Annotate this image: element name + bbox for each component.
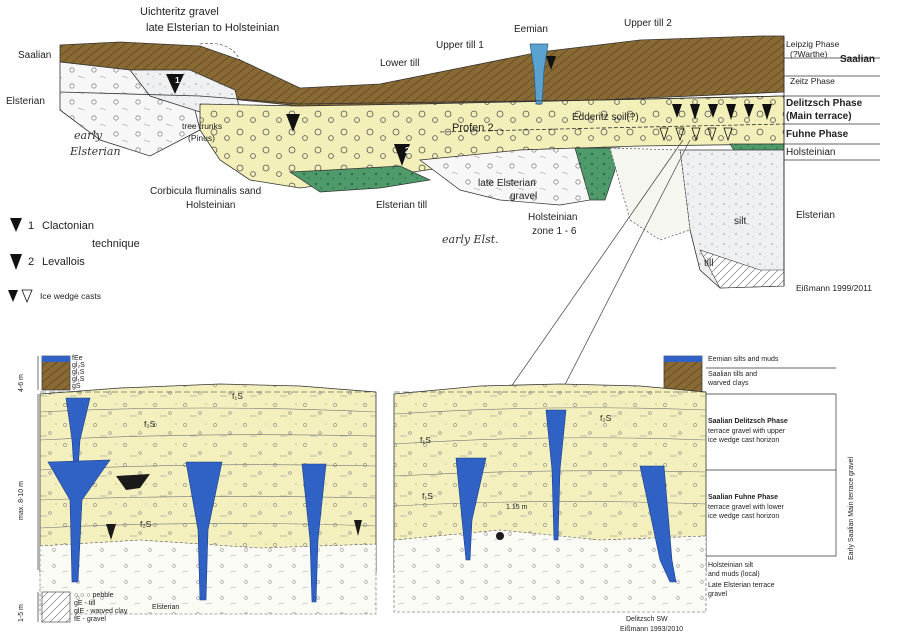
phase-holsteinian: Holsteinian (786, 147, 835, 159)
legend-1-num: 1 (28, 220, 34, 233)
rc-vertical: Early Saalian Main terrace gravel (848, 457, 856, 560)
rc-delitzsch-title: Saalian Delitzsch Phase (708, 418, 788, 426)
legend-2-num: 2 (28, 256, 34, 269)
label-upper-till-1: Upper till 1 (436, 40, 484, 52)
phase-elsterian: Elsterian (796, 210, 835, 222)
label-tree-trunks-2: (Pinus) (188, 134, 215, 144)
rc-holst-2: and muds (local) (708, 571, 760, 579)
scale-mid: max. 8-10 m (18, 481, 26, 520)
label-holsteinian-zone-1: Holsteinian (528, 212, 577, 224)
phase-zeitz: Zeitz Phase (790, 77, 835, 87)
label-num-2: 2 (405, 146, 410, 156)
label-early-elsterian-1: early (74, 130, 102, 143)
col-code-4: gS (72, 383, 81, 391)
phase-delitzsch-2: (Main terrace) (786, 111, 852, 123)
label-lower-till: Lower till (380, 58, 419, 70)
label-early-elsterian-2: Elsterian (70, 146, 121, 159)
rc-holst-4: gravel (708, 591, 727, 599)
legend-lower-0: ○ ○ ○ pebble (74, 592, 114, 600)
label-saalian-left: Saalian (18, 50, 51, 62)
source-lower-1: Delitzsch SW (626, 616, 668, 624)
label-silt: silt (734, 216, 746, 228)
label-eemian: Eemian (514, 24, 548, 36)
label-till: till (704, 258, 713, 270)
label-edderitz-soil: Edderitz soil(?) (572, 112, 639, 124)
label-uichteritz-1: Uichteritz gravel (140, 6, 219, 19)
fs-label-1: f₂S (144, 420, 155, 430)
phase-boundaries (784, 36, 880, 286)
rc-holst-3: Late Elsterian terrace (708, 582, 775, 590)
rc-holst-1: Holsteinian silt (708, 562, 753, 570)
source-lower-2: Eißmann 1993/2010 (620, 626, 683, 634)
rc-delitzsch-1: terrace gravel with upper (708, 428, 785, 436)
legend-lower-3: fE - gravel (74, 616, 106, 624)
measure-label: 1.15 m (506, 504, 527, 512)
label-holsteinian-zone-2: zone 1 - 6 (532, 226, 576, 238)
label-upper-till-2: Upper till 2 (624, 18, 672, 30)
label-elsterian-left: Elsterian (6, 96, 45, 108)
lower-legend-box (42, 592, 70, 622)
label-uichteritz-2: late Elsterian to Holsteinian (146, 22, 279, 35)
holsteinian-zone-basin (610, 148, 690, 240)
fs-label-2: f₂S (140, 520, 151, 530)
label-source-upper: Eißmann 1999/2011 (796, 284, 872, 294)
phase-fuhne: Fuhne Phase (786, 129, 848, 141)
label-elsterian-lower: Elsterian (152, 604, 179, 612)
fs-label-4: f₁S (422, 492, 433, 502)
rc-fuhne-title: Saalian Fuhne Phase (708, 494, 778, 502)
legend-lower-1: gE - till (74, 600, 95, 608)
label-profen-2: Profen 2 (452, 122, 494, 135)
fs-label-0: f₁S (232, 392, 243, 402)
label-tree-trunks-1: tree trunks (182, 122, 222, 132)
fs-label-3: f₁S (420, 436, 431, 446)
label-corbicula-1: Corbicula fluminalis sand (150, 186, 261, 198)
label-num-1: 1 (175, 76, 180, 86)
legend-1-label: Clactonian (42, 220, 94, 233)
legend-technique: technique (92, 238, 140, 251)
rc-fuhne-2: ice wedge cast horizon (708, 513, 779, 521)
rc-saalian-tills-2: warved clays (708, 380, 748, 388)
legend-2-label: Levallois (42, 256, 85, 269)
legend-lower-2: glE - warved clay (74, 608, 127, 616)
scale-top: 4-6 m (18, 374, 26, 392)
phase-leipzig-2: (?Warthe) (790, 50, 827, 60)
upper-section (60, 36, 880, 288)
label-elsterian-till: Elsterian till (376, 200, 427, 212)
scale-bottom: 1-5 m (18, 604, 26, 622)
label-late-elsterian-2: gravel (510, 191, 537, 203)
rc-eemian: Eemian silts and muds (708, 356, 778, 364)
rc-fuhne-1: terrace gravel with lower (708, 504, 784, 512)
right-column-frame (706, 368, 836, 556)
rc-saalian-tills-1: Saalian tills and (708, 371, 757, 379)
fs-label-5: f₂S (600, 414, 611, 424)
label-late-elsterian-1: late Elsterian (478, 178, 536, 190)
phase-delitzsch-1: Delitzsch Phase (786, 98, 862, 110)
label-early-elst: early Elst. (442, 234, 499, 247)
phase-saalian: Saalian (840, 54, 875, 66)
legend-ice-wedge: Ice wedge casts (40, 292, 101, 302)
rc-delitzsch-2: ice wedge cast horizon (708, 437, 779, 445)
label-corbicula-2: Holsteinian (186, 200, 235, 212)
